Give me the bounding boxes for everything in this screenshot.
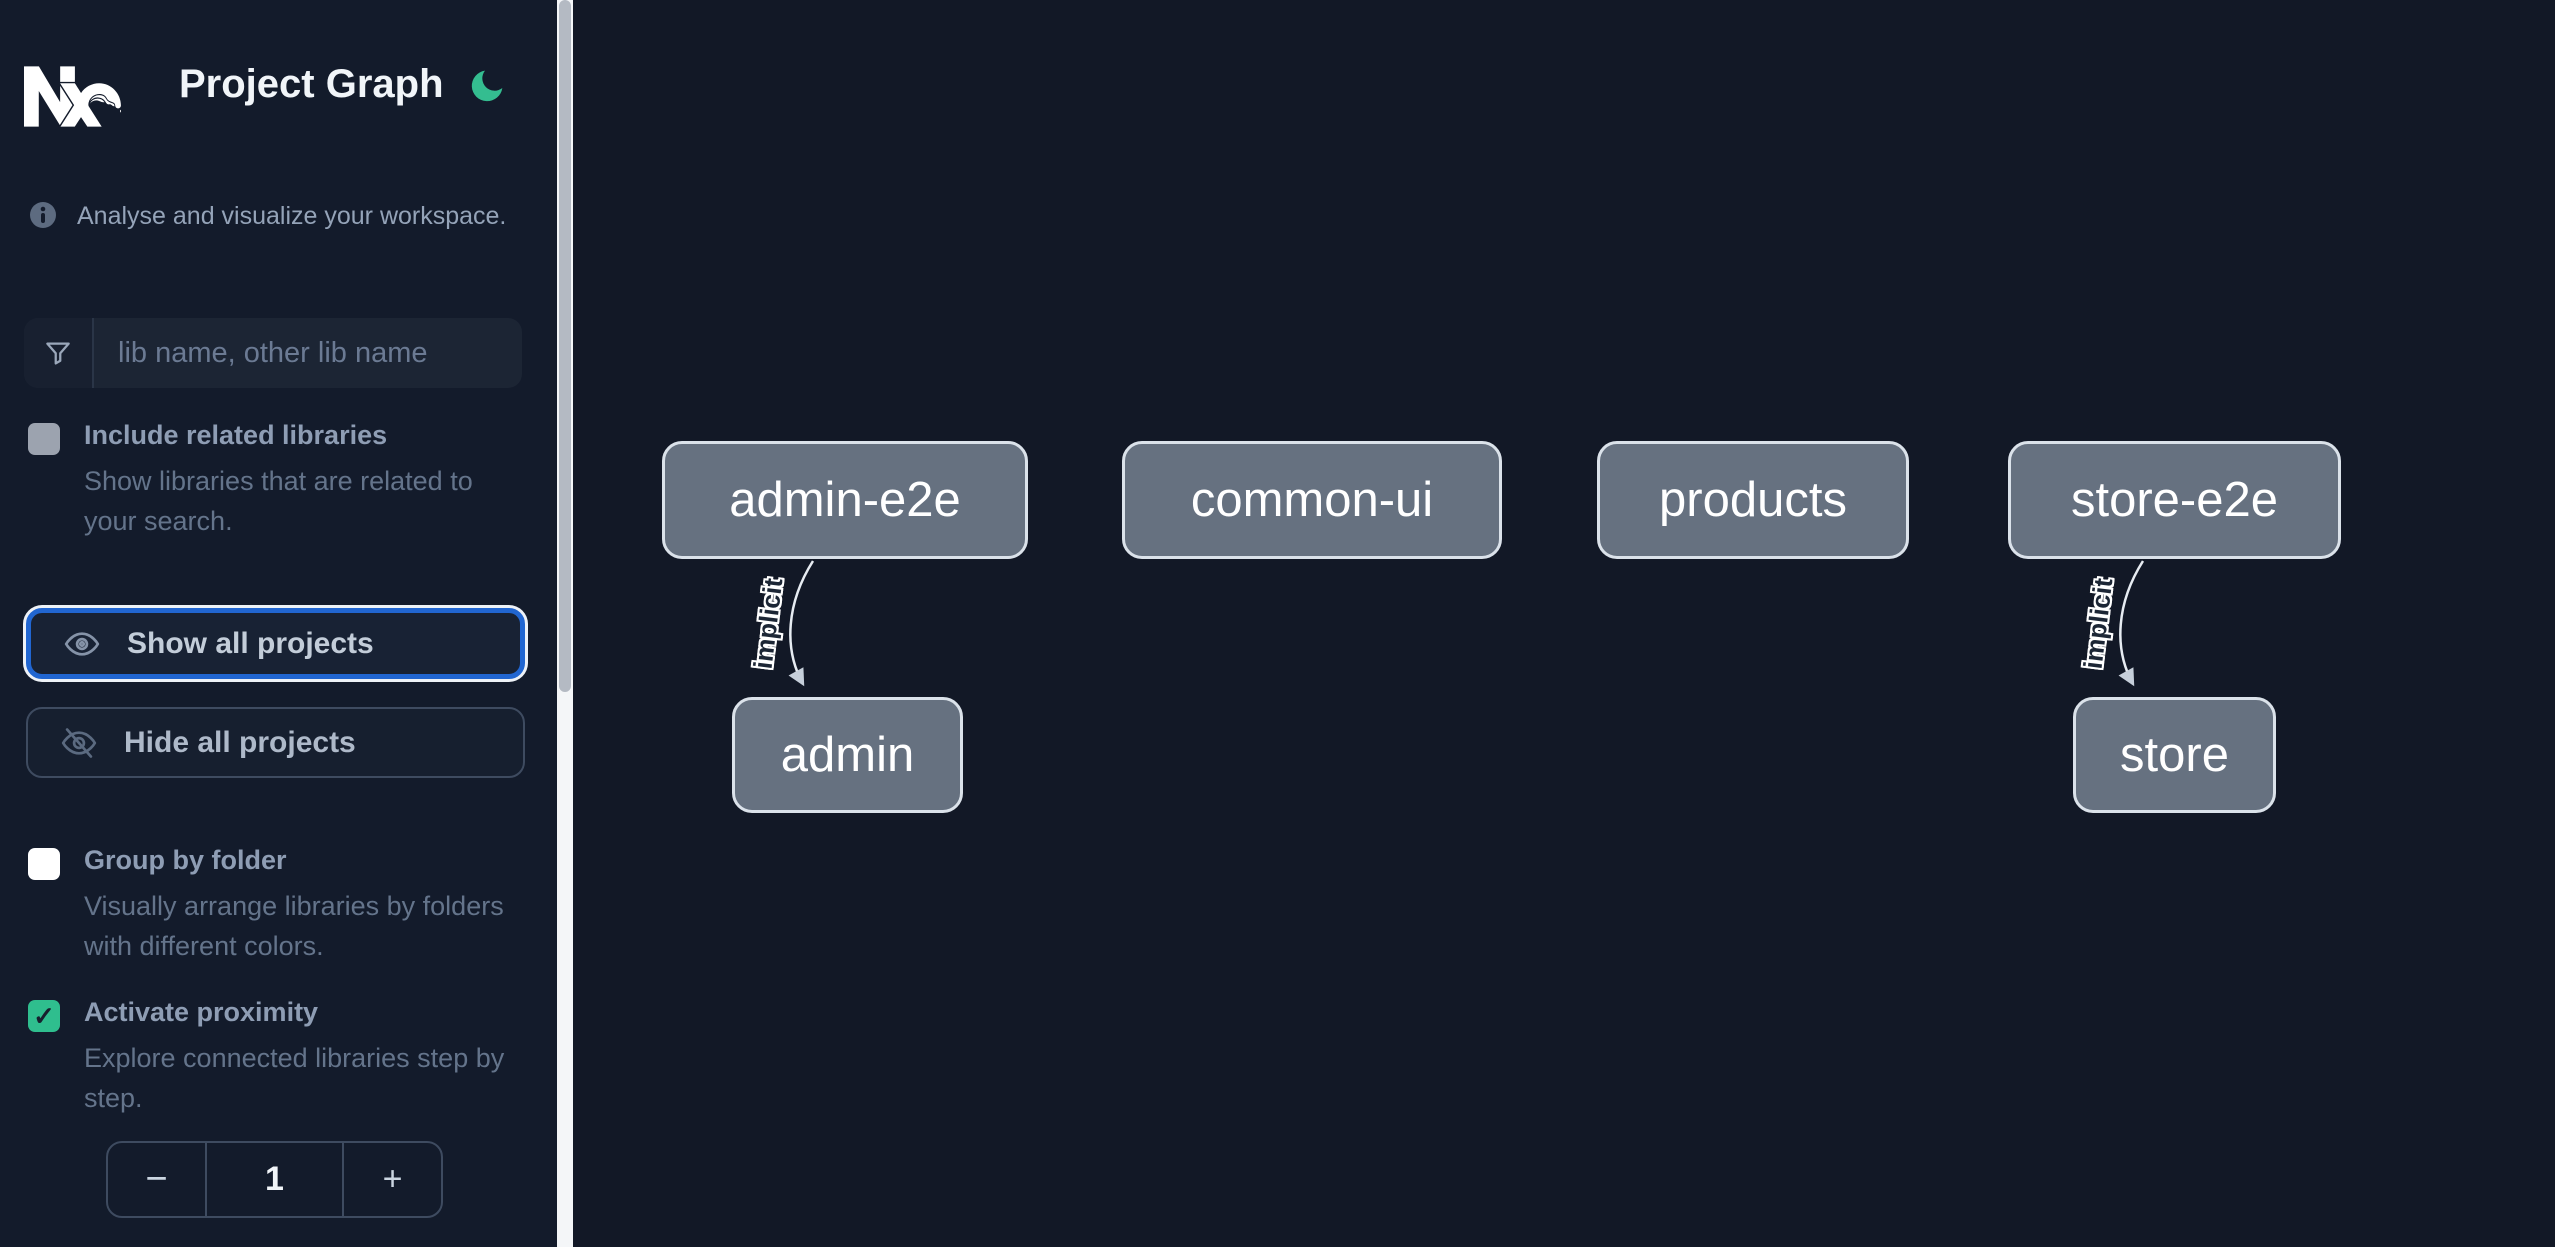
node-admin-e2e[interactable]: admin-e2e [662,441,1028,559]
dependency-edges [788,560,2145,687]
eye-slash-icon [60,724,98,762]
hide-all-projects-label: Hide all projects [124,725,356,759]
toggle-description: Show libraries that are related to your … [84,466,473,536]
toggle-activate-proximity: ✓ Activate proximity Explore connected l… [28,997,522,1118]
toggle-label: Group by folder [84,845,287,875]
show-all-projects-label: Show all projects [127,626,374,660]
depth-value: 1 [265,1160,284,1198]
decrement-button[interactable]: − [108,1143,207,1216]
info-text: Analyse and visualize your workspace. [77,202,507,230]
sidebar-scrollbar-thumb[interactable] [559,0,571,692]
group-by-folder-checkbox[interactable] [28,848,60,880]
app-header: Project Graph [24,40,534,140]
info-icon [29,201,57,234]
increment-button[interactable]: + [342,1143,441,1216]
eye-icon [63,625,101,663]
toggle-label: Include related libraries [84,420,388,450]
moon-icon[interactable] [467,66,507,111]
search-input[interactable] [94,318,522,388]
sidebar: Project Graph Analyse and visualize your… [0,0,557,1247]
node-store[interactable]: store [2073,697,2276,813]
search-bar [24,318,522,388]
node-admin[interactable]: admin [732,697,963,813]
page-title: Project Graph [179,62,444,106]
hide-all-projects-button[interactable]: Hide all projects [26,707,525,778]
project-graph-canvas[interactable]: implicit implicit admin-e2e common-ui pr… [573,0,2555,1247]
edge-label-implicit: implicit [2077,576,2119,671]
toggle-include-related: Include related libraries Show libraries… [28,420,522,541]
edge-store-e2e-store [2118,560,2145,687]
workspace-info: Analyse and visualize your workspace. [29,199,529,233]
activate-proximity-checkbox[interactable]: ✓ [28,1000,60,1032]
show-all-projects-button[interactable]: Show all projects [26,608,525,679]
edge-label-implicit: implicit [747,576,789,671]
sidebar-scrollbar-track[interactable] [557,0,573,1247]
filter-icon [24,318,94,388]
toggle-description: Visually arrange libraries by folders wi… [84,891,504,961]
toggle-group-by-folder: Group by folder Visually arrange librari… [28,845,522,966]
node-store-e2e[interactable]: store-e2e [2008,441,2341,559]
nx-logo [24,48,122,150]
checkmark-icon: ✓ [33,1001,55,1031]
include-related-checkbox[interactable] [28,423,60,455]
proximity-depth-stepper: − 1 + [106,1141,443,1218]
node-common-ui[interactable]: common-ui [1122,441,1502,559]
toggle-label: Activate proximity [84,997,319,1027]
toggle-description: Explore connected libraries step by step… [84,1043,505,1113]
edge-admin-e2e-admin [788,560,815,687]
node-products[interactable]: products [1597,441,1909,559]
